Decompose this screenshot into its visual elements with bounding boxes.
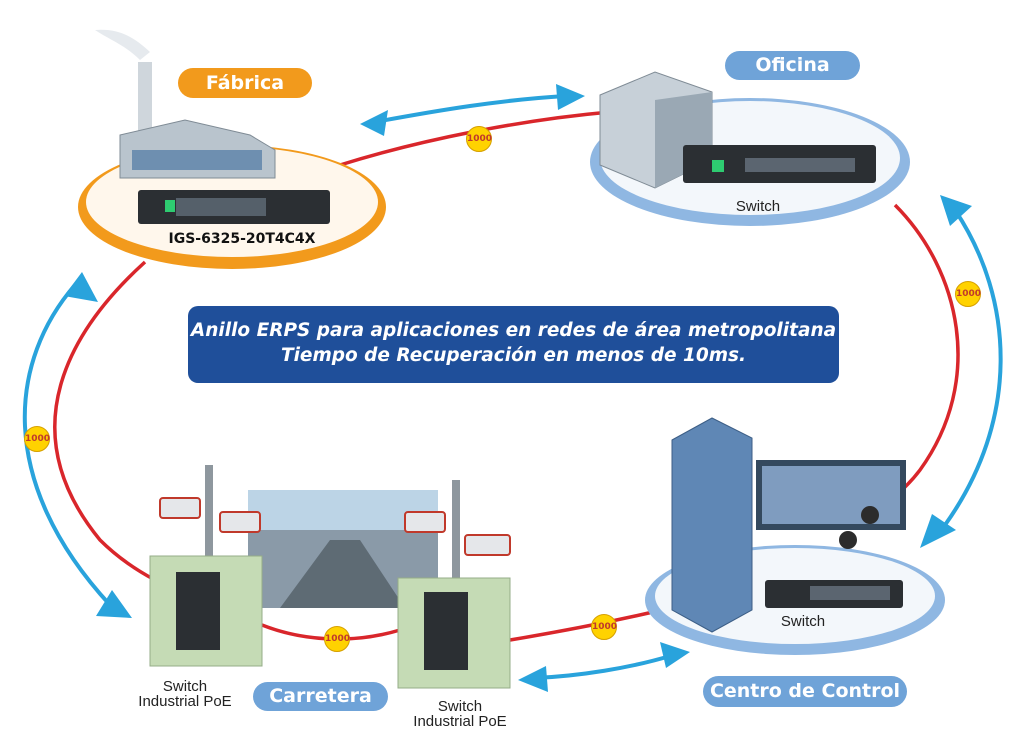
factory-switch-led (165, 200, 175, 212)
arrowhead (64, 272, 98, 302)
arrow-bottom (534, 654, 671, 680)
poe-left-line-1: Switch (162, 678, 208, 695)
link-speed-badge-bottom-right: 1000 (591, 614, 617, 640)
arrow-top (374, 94, 566, 124)
control-tower-icon (671, 417, 753, 633)
camera-icon (404, 511, 446, 533)
link-speed-badge-left: 1000 (24, 426, 50, 452)
poe-right-line-1: Switch (437, 698, 483, 715)
factory-site (78, 29, 386, 269)
control-site (645, 417, 945, 655)
banner-line-2: Tiempo de Recuperación en menos de 10ms. (280, 345, 747, 366)
pole-icon (452, 480, 460, 580)
poe-switch-right-caption: Switch Industrial PoE (400, 699, 520, 729)
camera-icon (159, 497, 201, 519)
factory-switch-model: IGS-6325-20T4C4X (168, 231, 316, 247)
redundancy-arrows (22, 94, 1003, 680)
operator-icon (861, 506, 879, 524)
office-switch-caption: Switch (735, 198, 781, 215)
arrowheads (64, 84, 972, 692)
link-speed-badge-bottom-left: 1000 (324, 626, 350, 652)
poe-switch-icon (176, 572, 220, 650)
road-site (149, 465, 511, 689)
office-label: Oficina (725, 51, 860, 80)
video-wall-screens (762, 466, 900, 524)
factory-windows (132, 150, 262, 170)
office-switch-led (712, 160, 724, 172)
banner-line-1: Anillo ERPS para aplicaciones en redes d… (190, 320, 837, 341)
link-speed-badge-top: 1000 (466, 126, 492, 152)
poe-right-line-2: Industrial PoE (413, 713, 507, 730)
highway-road (280, 540, 405, 608)
control-switch-ports (810, 586, 890, 600)
arrowhead (920, 514, 956, 548)
control-switch-caption: Switch (780, 613, 826, 630)
office-switch-ports (745, 158, 855, 172)
smoke-icon (95, 29, 150, 60)
arrowhead (360, 110, 388, 136)
office-site (590, 71, 910, 226)
control-center-label: Centro de Control (703, 676, 907, 707)
camera-icon (464, 534, 511, 556)
link-speed-badge-right: 1000 (955, 281, 981, 307)
link-factory-road (53, 260, 156, 582)
factory-label: Fábrica (178, 68, 312, 98)
operator-icon (839, 531, 857, 549)
poe-switch-icon (424, 592, 468, 670)
arrowhead (660, 642, 690, 668)
poe-switch-left-caption: Switch Industrial PoE (125, 679, 245, 709)
link-road-control (509, 606, 671, 642)
erps-banner: Anillo ERPS para aplicaciones en redes d… (188, 306, 839, 383)
camera-icon (219, 511, 261, 533)
road-label: Carretera (253, 682, 388, 711)
poe-left-line-2: Industrial PoE (138, 693, 232, 710)
arrow-left (22, 283, 112, 607)
arrowhead (96, 590, 132, 618)
arrowhead (940, 195, 972, 226)
chimney (138, 62, 152, 142)
arrowhead (556, 84, 585, 110)
arrow-right (943, 208, 1003, 527)
pole-icon (205, 465, 213, 560)
arrowhead (518, 666, 548, 692)
factory-switch-ports (176, 198, 266, 216)
